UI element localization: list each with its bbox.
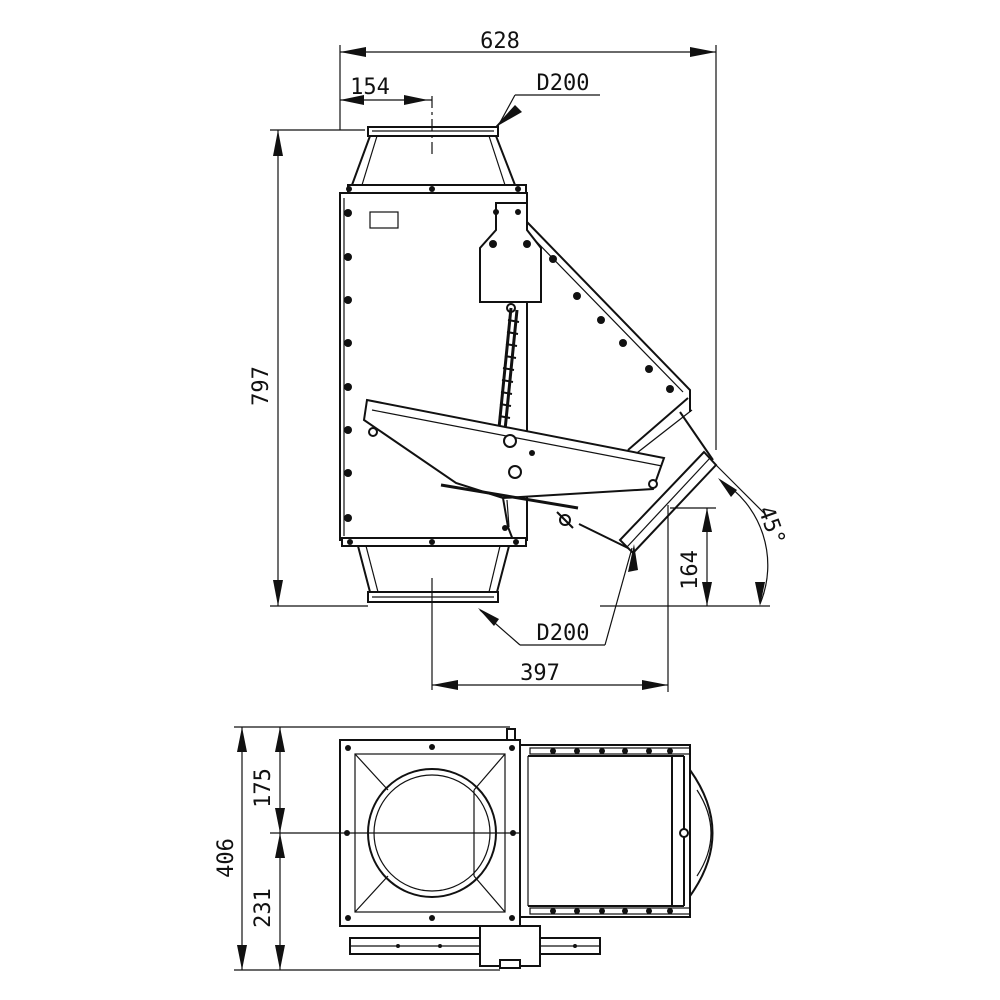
damper-flap [362,398,666,541]
bottom-outlet [341,537,527,603]
dim-628-label: 628 [480,29,520,54]
dim-total-height: 797 [249,129,368,607]
dim-branch: 164 45° [600,464,790,607]
dim-175-label: 175 [251,768,276,808]
plan-square-flange [339,728,521,927]
dim-154-label: 154 [350,75,390,100]
top-inlet [346,126,527,194]
dim-45-label: 45° [753,503,790,549]
plan-branch [519,744,714,918]
dim-plan-depth: 406 [214,726,510,971]
dim-164-label: 164 [678,550,703,590]
dim-inlet-offset: 154 [340,75,432,105]
dim-total-width: 628 [339,29,717,450]
dim-outlet-diameter: D200 [478,544,638,646]
dim-outlet-offset: 397 [432,505,669,692]
dim-plan-lower: 231 [251,833,285,970]
dim-797-label: 797 [249,366,274,406]
front-view: 628 154 D200 797 [249,29,790,692]
side-branch [526,221,718,555]
dim-plan-upper: 175 [251,727,285,833]
dim-d200-bottom-label: D200 [537,621,590,646]
nameplate [369,211,399,229]
dim-406-label: 406 [214,838,239,878]
dim-d200-top-label: D200 [537,71,590,96]
left-flange-bolts [344,209,352,522]
dim-397-label: 397 [520,661,560,686]
dim-inlet-diameter: D200 [494,71,600,129]
plan-bottom-mechanism [349,925,601,969]
plan-view: 406 175 231 [214,726,714,971]
plan-branch-bolts [529,747,691,915]
dim-231-label: 231 [251,888,276,928]
